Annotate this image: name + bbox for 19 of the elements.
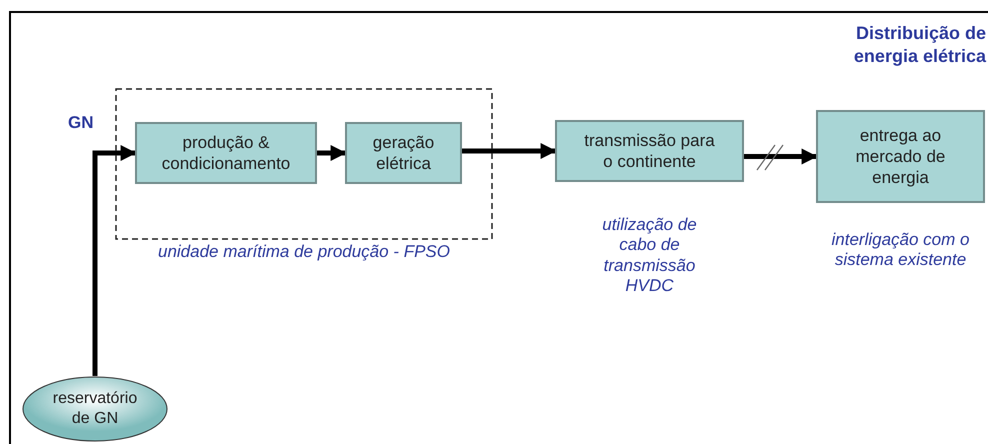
arrow: [462, 143, 557, 159]
reservoir-ellipse: [22, 376, 168, 442]
node-note: utilização de cabo de transmissão HVDC: [601, 215, 698, 297]
arrow: [92, 145, 137, 376]
node-label: entrega ao mercado de energia: [854, 124, 946, 188]
node-note: interligação com o sistema existente: [830, 230, 970, 271]
process-box: [135, 122, 317, 184]
section-heading: Distribuição de energia elétrica: [852, 22, 986, 67]
node-label: reservatório de GN: [52, 389, 138, 429]
arrow: [317, 145, 347, 161]
node-label: geração elétrica: [372, 132, 436, 174]
group-caption: unidade marítima de produção - FPSO: [157, 242, 451, 262]
node-label: produção & condicionamento: [160, 132, 292, 174]
process-box: [816, 110, 985, 203]
arrow: [744, 148, 818, 164]
process-box: [555, 120, 744, 182]
flow-label: GN: [68, 112, 94, 134]
node-label: transmissão para o continente: [583, 130, 716, 172]
process-box: [345, 122, 462, 184]
